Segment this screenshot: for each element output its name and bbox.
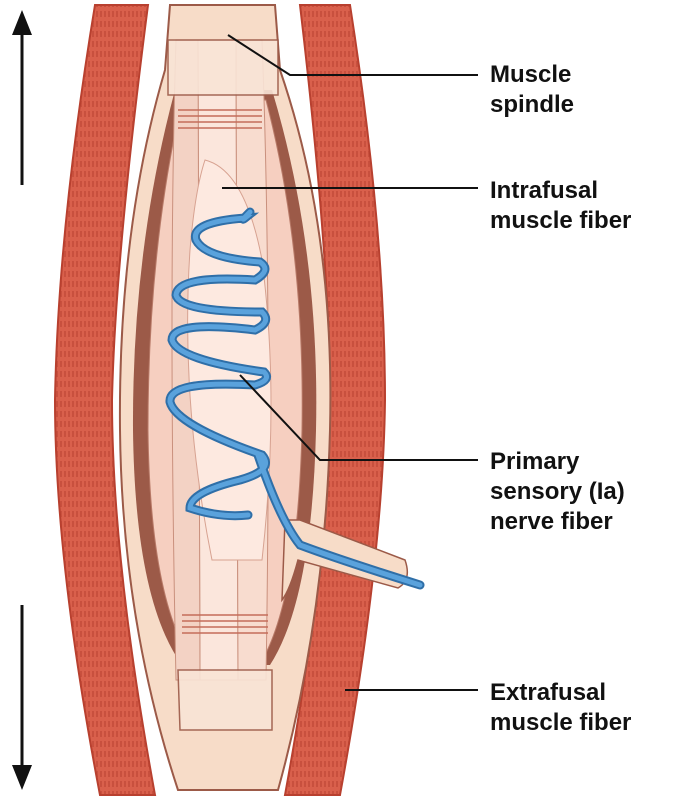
label-primary-sensory-nerve-fiber: Primary sensory (Ia) nerve fiber: [490, 447, 625, 537]
label-extrafusal-muscle-fiber: Extrafusal muscle fiber: [490, 678, 631, 738]
label-muscle-spindle: Muscle spindle: [490, 60, 574, 120]
capsule-bottom-end: [178, 670, 272, 730]
arrow-down-icon: [12, 605, 32, 790]
label-intrafusal-muscle-fiber: Intrafusal muscle fiber: [490, 176, 631, 236]
capsule-top-end: [168, 40, 278, 95]
arrow-up-icon: [12, 10, 32, 185]
